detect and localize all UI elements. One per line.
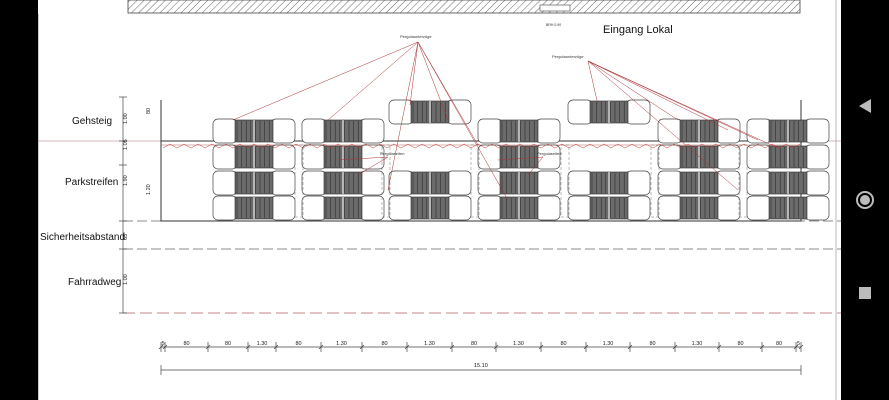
table-unit-mid-0-0 — [388, 170, 472, 196]
table-unit-3-2 — [657, 170, 741, 196]
small-note: BRH 0.90 — [546, 23, 561, 27]
callout-leaders — [232, 41, 779, 201]
table-unit-4-0 — [746, 118, 830, 144]
home-button[interactable] — [853, 188, 877, 212]
hdim-label-3: 1.30 — [257, 341, 268, 347]
drawing-title: Eingang Lokal — [603, 24, 673, 36]
hdim-label-13: 1.30 — [692, 341, 703, 347]
table-unit-1-3 — [301, 195, 385, 221]
table-unit-mid-0-1 — [388, 195, 472, 221]
total-width: 15.10 — [474, 363, 488, 369]
zone-label-fahrradweg: Fahrradweg — [68, 277, 121, 288]
vdim-4: 1.20 — [146, 184, 152, 195]
hdim-label-9: 1.30 — [513, 341, 524, 347]
vdim-0: 80 — [146, 108, 152, 114]
callout-mid-right: Pergolaseiten — [537, 151, 561, 156]
zone-label-gehsteig: Gehsteig — [72, 116, 112, 127]
table-unit-2-0 — [477, 118, 561, 144]
home-icon — [856, 191, 874, 209]
table-unit-4-3 — [746, 195, 830, 221]
hdim-label-14: 80 — [737, 341, 743, 347]
entrance-opening — [539, 4, 571, 12]
drawing-viewer[interactable]: BRH 0.90 Eingang Lokal Gehsteig Parkstre… — [38, 0, 841, 400]
hdim-label-6: 80 — [381, 341, 387, 347]
floor-plan-drawing: BRH 0.90 Eingang Lokal Gehsteig Parkstre… — [38, 0, 841, 400]
table-unit-1-0 — [301, 118, 385, 144]
table-unit-4-2 — [746, 170, 830, 196]
back-button[interactable] — [853, 94, 877, 118]
hdim-label-10: 80 — [560, 341, 566, 347]
table-unit-0-0 — [212, 118, 296, 144]
table-unit-2-2 — [477, 170, 561, 196]
table-unit-2-1 — [477, 144, 561, 170]
hdim-label-5: 1.30 — [336, 341, 347, 347]
table-unit-3-1 — [657, 144, 741, 170]
table-unit-0-3 — [212, 195, 296, 221]
recents-button[interactable] — [853, 281, 877, 305]
vdim-1: 1.00 — [123, 113, 129, 124]
hdim-label-1: 80 — [183, 341, 189, 347]
hdim-label-4: 80 — [295, 341, 301, 347]
table-unit-1-2 — [301, 170, 385, 196]
callout-top-left: Pergolaunterzüge — [400, 34, 432, 39]
hdim-label-7: 1.30 — [424, 341, 435, 347]
horizontal-dimensions: 5 80 80 1.30 80 1.30 80 1.30 80 1.30 80 1.30 80 1.30 8… — [158, 341, 804, 375]
hdim-label-2: 80 — [225, 341, 231, 347]
table-unit-0-2 — [212, 170, 296, 196]
hdim-label-11: 1.30 — [603, 341, 614, 347]
table-unit-mid-1-1 — [567, 195, 651, 221]
table-unit-1-1 — [301, 144, 385, 170]
table-unit-3-0 — [657, 118, 741, 144]
pergola-units — [162, 99, 830, 221]
table-unit-4-1 — [746, 144, 830, 170]
table-unit-0-1 — [212, 144, 296, 170]
callout-mid-left: Pergolaseiten — [380, 151, 404, 156]
zone-label-parkstreifen: Parkstreifen — [65, 177, 118, 188]
building-wall-hatch — [127, 0, 801, 14]
table-unit-2-3 — [477, 195, 561, 221]
vdim-2: 1.05 — [123, 139, 129, 150]
hdim-label-15: 80 — [776, 341, 782, 347]
callout-top-right: Pergolaunterzüge — [552, 54, 584, 59]
back-icon — [859, 99, 871, 113]
vdim-5: 65 — [123, 234, 129, 240]
android-nav-bar — [841, 0, 889, 400]
bench-unit-top-1 — [567, 99, 651, 125]
vdim-3: 1.90 — [123, 175, 129, 186]
zone-label-sicherheitsabstand: Sicherheitsabstand — [40, 232, 125, 243]
vdim-6: 1.00 — [123, 274, 129, 285]
hdim-label-12: 80 — [649, 341, 655, 347]
recents-icon — [859, 287, 871, 299]
table-unit-3-3 — [657, 195, 741, 221]
hdim-label-8: 80 — [471, 341, 477, 347]
vertical-dimensions: 80 1.00 1.05 1.90 1.20 65 1.00 — [119, 96, 152, 314]
hdim-label-16: 5 — [797, 341, 800, 347]
table-unit-mid-1-0 — [567, 170, 651, 196]
hdim-label-0: 5 — [161, 341, 164, 347]
